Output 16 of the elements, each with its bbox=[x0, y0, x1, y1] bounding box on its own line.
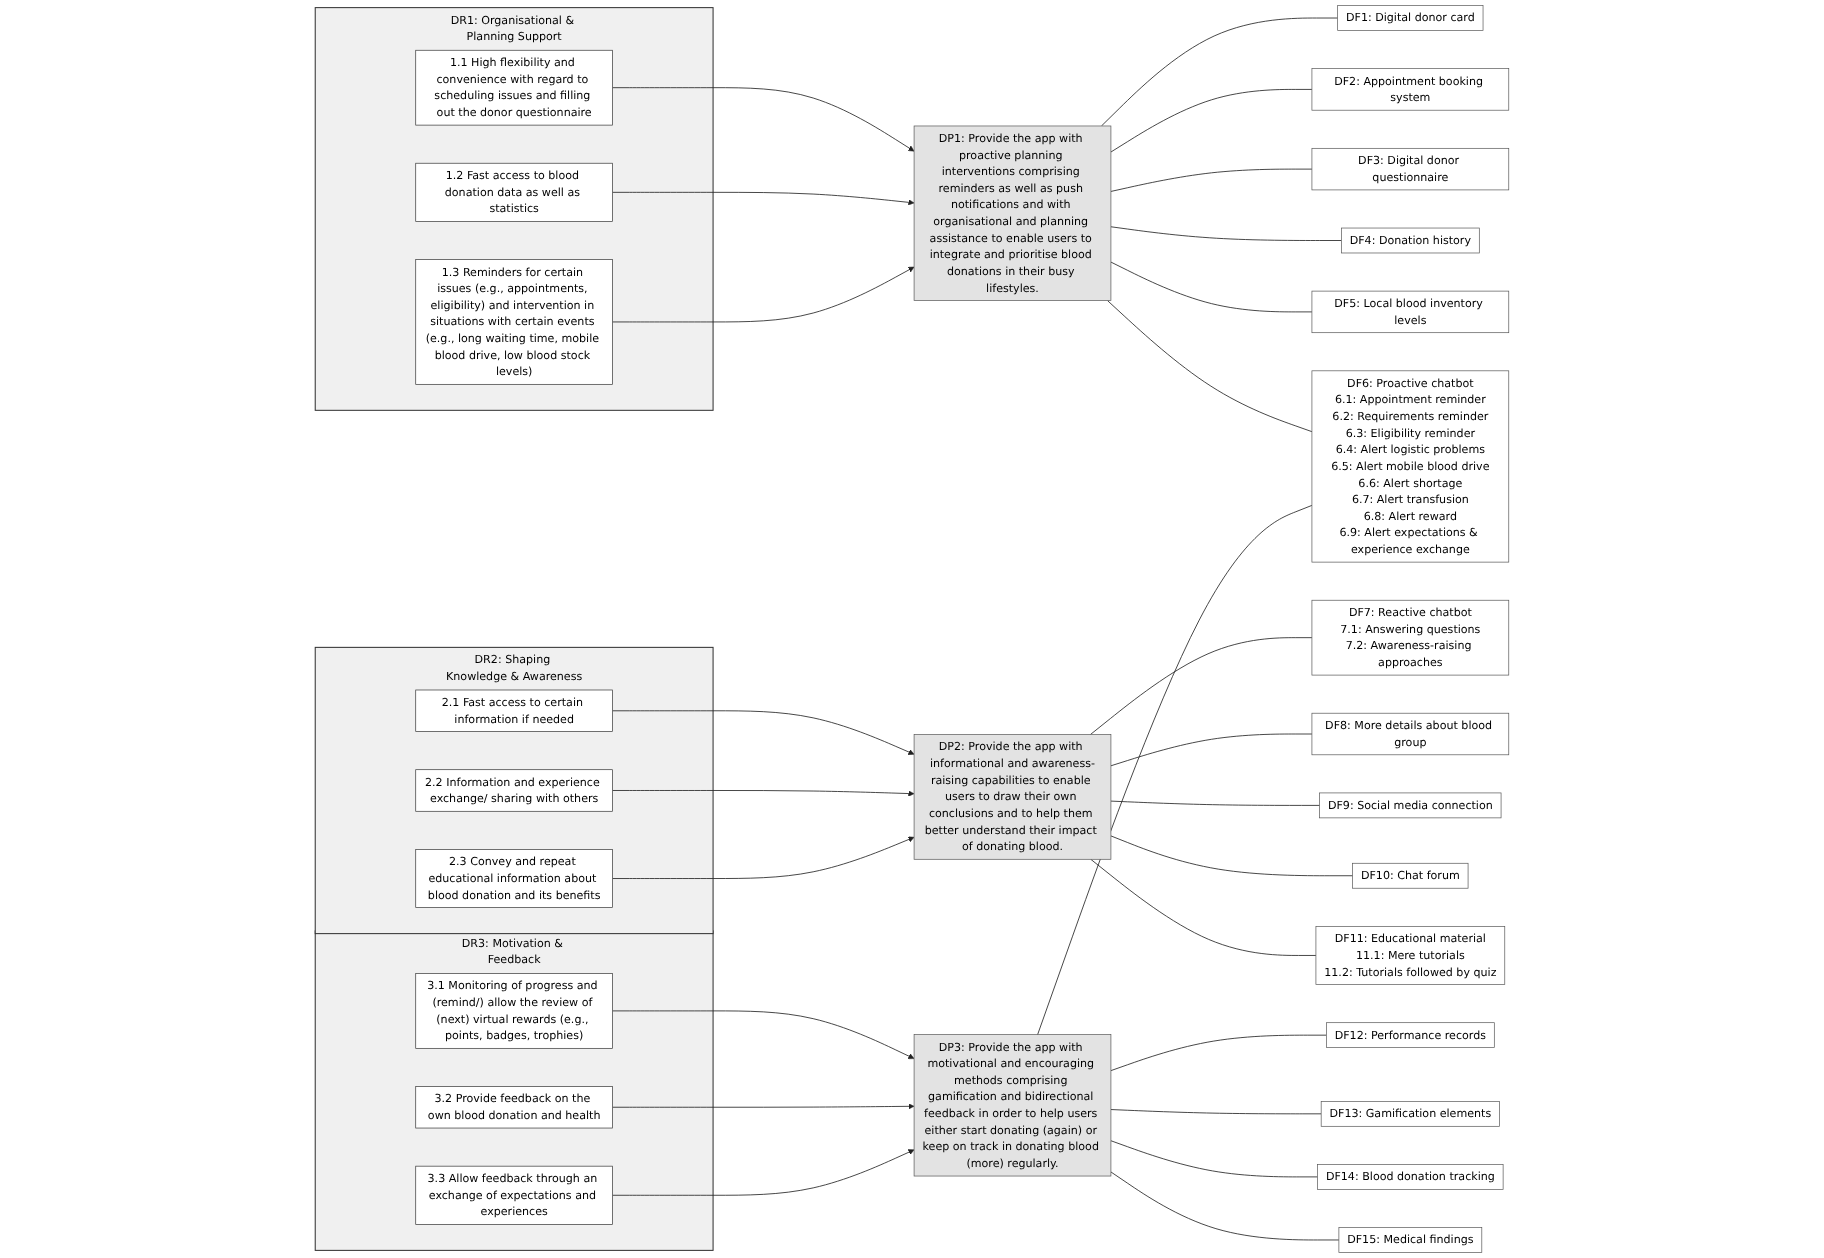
connector bbox=[1110, 89, 1313, 153]
connector bbox=[1110, 168, 1313, 192]
connector bbox=[1090, 858, 1317, 956]
connector bbox=[1107, 300, 1313, 433]
connector bbox=[1110, 226, 1342, 241]
connector bbox=[1090, 637, 1313, 735]
connector bbox=[1110, 835, 1354, 877]
connector bbox=[1037, 504, 1313, 1036]
connector bbox=[1110, 733, 1313, 767]
connector bbox=[1110, 1034, 1327, 1072]
connector bbox=[1110, 1109, 1322, 1115]
connector bbox=[1110, 1140, 1318, 1178]
connector bbox=[1110, 261, 1313, 313]
connector bbox=[1110, 800, 1321, 806]
connector bbox=[1101, 17, 1339, 127]
connector bbox=[1110, 1171, 1340, 1241]
